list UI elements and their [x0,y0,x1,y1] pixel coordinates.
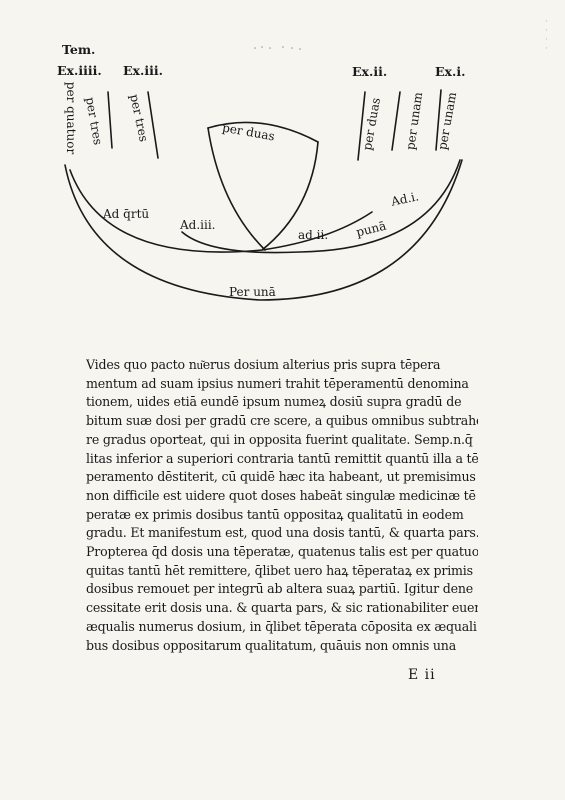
text-line: bitum suæ dosi per gradū cre scere, a qu… [86,413,478,429]
body-text: Vides quo pacto nu͂erus dosium alterius … [86,356,478,655]
label-per-quatuor: per quatuor [64,81,79,155]
text-line: æqualis numerus dosium, in q̄libet tēper… [86,618,477,634]
text-line: gradu. Et manifestum est, quod una dosis… [86,525,478,541]
line-ex-i [435,89,442,151]
diagram-lines [64,46,463,301]
text-line: non difficile est uidere quot doses habe… [86,487,476,503]
label-ad-iii: Ad.iii. [180,218,216,232]
dosage-diagram: Tem. Ex.iiii. Ex.iii. Ex.ii. Ex.i. per q… [0,0,565,330]
column-label-ex-i: Ex.i. [435,64,466,79]
signature-mark: E ii [408,667,436,683]
text-line: bus dosibus oppositarum qualitatum, quāu… [86,637,457,653]
header-tem: Tem. [62,42,96,57]
label-ad-ii: ad.ii. [298,228,329,242]
text-line: Vides quo pacto nu͂erus dosium alterius … [86,357,441,372]
text-line: cessitate erit dosis una. & quarta pars,… [86,600,478,616]
text-line: quitas tantū hēt remittere, q̄libet uero… [86,562,473,578]
lens-right [261,141,319,251]
text-line: dosibus remouet per integrū ab altera su… [86,581,474,597]
line-ex-iii-b [147,91,159,159]
text-line: peratæ ex primis dosibus tantū oppositaꝝ… [86,506,464,522]
column-label-ex-iii: Ex.iii. [123,63,163,78]
line-ex-ii-b [391,91,401,151]
line-ex-iii-a [107,91,113,149]
text-line: litas inferior a superiori contraria tan… [86,450,478,466]
column-label-ex-ii: Ex.ii. [352,64,388,79]
text-line: Propterea q̄d dosis una tēperatæ, quaten… [86,544,478,560]
right-arc [181,159,461,254]
label-ad-quatuor: Ad q̄rtū [103,207,150,221]
text-line: re gradus oporteat, qui in opposita fuer… [86,431,473,447]
text-line: mentum ad suam ipsius numeri trahit tēpe… [86,375,469,391]
outer-arc [64,159,463,301]
line-ex-ii-a [357,91,366,161]
lens-left [207,127,266,251]
text-line: peramento dēstiterit, cū quidē hæc ita h… [86,469,476,485]
text-line: tionem, uides etiā eundē ipsum numeꝝ dos… [86,394,462,410]
page-speckles: ···· [545,17,548,54]
left-arc [69,169,373,253]
label-per-una-bottom: Per unā [229,285,276,299]
lens-top [207,121,319,143]
column-label-ex-iiii: Ex.iiii. [57,63,102,78]
